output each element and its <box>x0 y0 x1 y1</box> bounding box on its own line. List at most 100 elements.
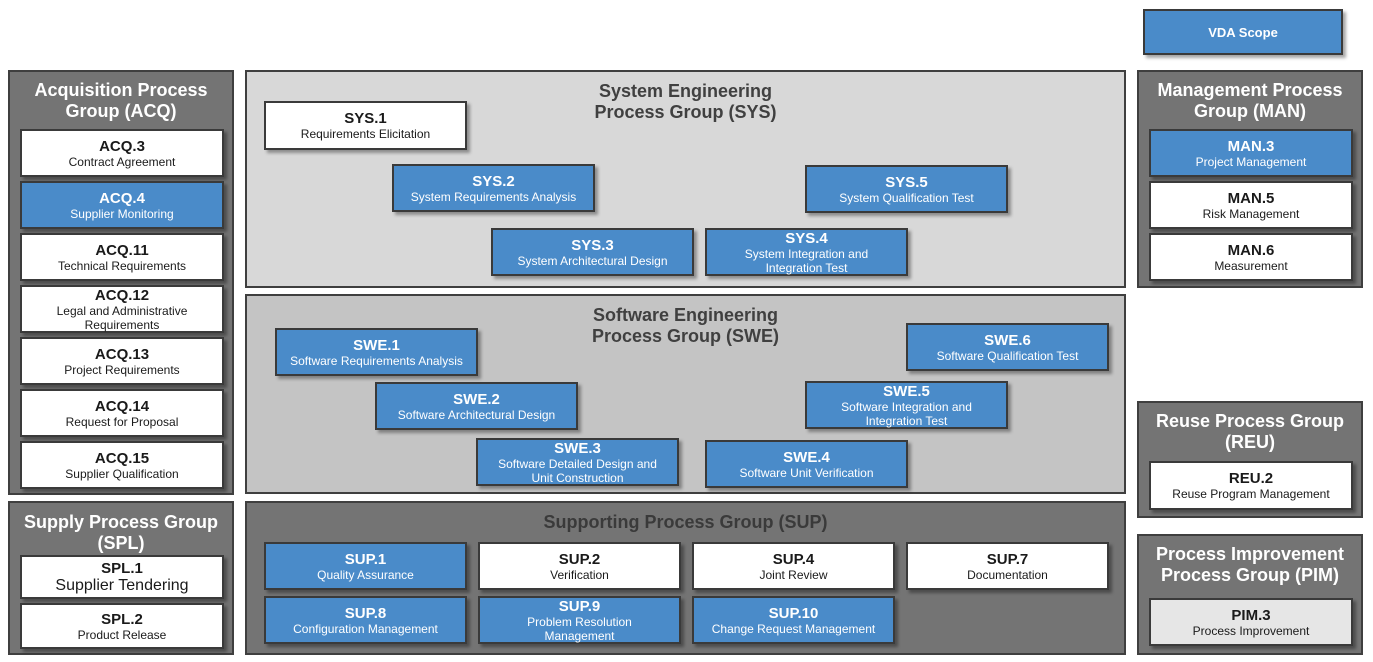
process-id: SWE.3 <box>554 439 601 457</box>
process-id: SWE.2 <box>453 390 500 408</box>
process-name: System Qualification Test <box>839 190 974 205</box>
process-name: Supplier Tendering <box>55 576 189 594</box>
vda-scope-legend: VDA Scope <box>1143 9 1343 55</box>
process-name: System Requirements Analysis <box>410 189 577 204</box>
group-pim: Process Improvement Process Group (PIM) … <box>1137 534 1363 655</box>
process-id: SWE.4 <box>783 448 830 466</box>
group-sys-title: System Engineering Process Group (SYS) <box>594 81 777 122</box>
process-name: Process Improvement <box>1192 623 1310 638</box>
process-id: REU.2 <box>1228 470 1274 487</box>
process-name: Risk Management <box>1202 206 1300 221</box>
process-name: Software Qualification Test <box>936 348 1079 363</box>
process-id: ACQ.12 <box>94 286 150 304</box>
group-acq-title: Acquisition Process Group (ACQ) <box>34 80 208 121</box>
process-name: Software Architectural Design <box>397 407 556 422</box>
group-man-title: Management Process Group (MAN) <box>1157 80 1343 121</box>
process-id: SYS.3 <box>571 236 614 254</box>
process-name: Joint Review <box>759 567 828 582</box>
process-name: Supplier Qualification <box>65 466 179 481</box>
group-sys: System Engineering Process Group (SYS) S… <box>245 70 1126 288</box>
process-id: MAN.6 <box>1227 241 1275 259</box>
process-id: SPL.2 <box>101 610 143 628</box>
process-id: SWE.1 <box>353 336 400 354</box>
process-name: Software Requirements Analysis <box>290 353 463 368</box>
process-id: SYS.4 <box>785 229 828 247</box>
process-name: Requirements Elicitation <box>300 127 431 141</box>
process-id: ACQ.15 <box>94 449 150 467</box>
process-id: SYS.1 <box>344 110 387 127</box>
process-name: Request for Proposal <box>65 414 179 429</box>
group-reu-title: Reuse Process Group (REU) <box>1155 411 1345 452</box>
process-id: ACQ.13 <box>94 345 150 363</box>
process-name: Supplier Monitoring <box>70 206 174 221</box>
process-name: System Integration and Integration Test <box>744 246 869 275</box>
group-pim-title: Process Improvement Process Group (PIM) <box>1155 544 1345 585</box>
process-id: ACQ.3 <box>99 137 145 155</box>
group-swe-title: Software Engineering Process Group (SWE) <box>591 305 780 346</box>
process-id: SYS.5 <box>885 173 928 191</box>
process-name: Product Release <box>77 627 167 642</box>
process-name: Project Management <box>1195 154 1307 169</box>
process-name: Software Integration and Integration Tes… <box>841 399 972 428</box>
process-id: SUP.8 <box>344 604 387 622</box>
process-id: SYS.2 <box>472 172 515 190</box>
process-id: SUP.7 <box>986 550 1029 568</box>
process-id: SUP.1 <box>344 550 387 568</box>
process-name: Documentation <box>967 567 1048 582</box>
process-name: Legal and Administrative Requirements <box>56 303 188 332</box>
process-name: System Architectural Design <box>517 253 668 268</box>
group-swe: Software Engineering Process Group (SWE)… <box>245 294 1126 494</box>
process-id: MAN.3 <box>1227 137 1275 155</box>
process-id: SWE.6 <box>984 331 1031 349</box>
process-id: ACQ.4 <box>99 189 145 207</box>
process-name: Reuse Program Management <box>1172 487 1330 501</box>
process-id: ACQ.14 <box>94 397 150 415</box>
process-name: Software Detailed Design and Unit Constr… <box>498 456 657 485</box>
process-name: Measurement <box>1214 258 1288 273</box>
process-name: Configuration Management <box>293 621 438 636</box>
process-name: Quality Assurance <box>317 567 414 582</box>
group-spl-title: Supply Process Group (SPL) <box>23 512 219 553</box>
process-name: Verification <box>550 567 609 582</box>
process-id: SPL.1 <box>101 559 143 577</box>
process-id: SWE.5 <box>883 382 930 400</box>
process-name: Change Request Management <box>711 621 876 636</box>
process-id: MAN.5 <box>1227 189 1275 207</box>
process-name: Software Unit Verification <box>739 465 874 480</box>
process-id: PIM.3 <box>1231 606 1271 624</box>
process-id: SUP.2 <box>558 550 601 568</box>
